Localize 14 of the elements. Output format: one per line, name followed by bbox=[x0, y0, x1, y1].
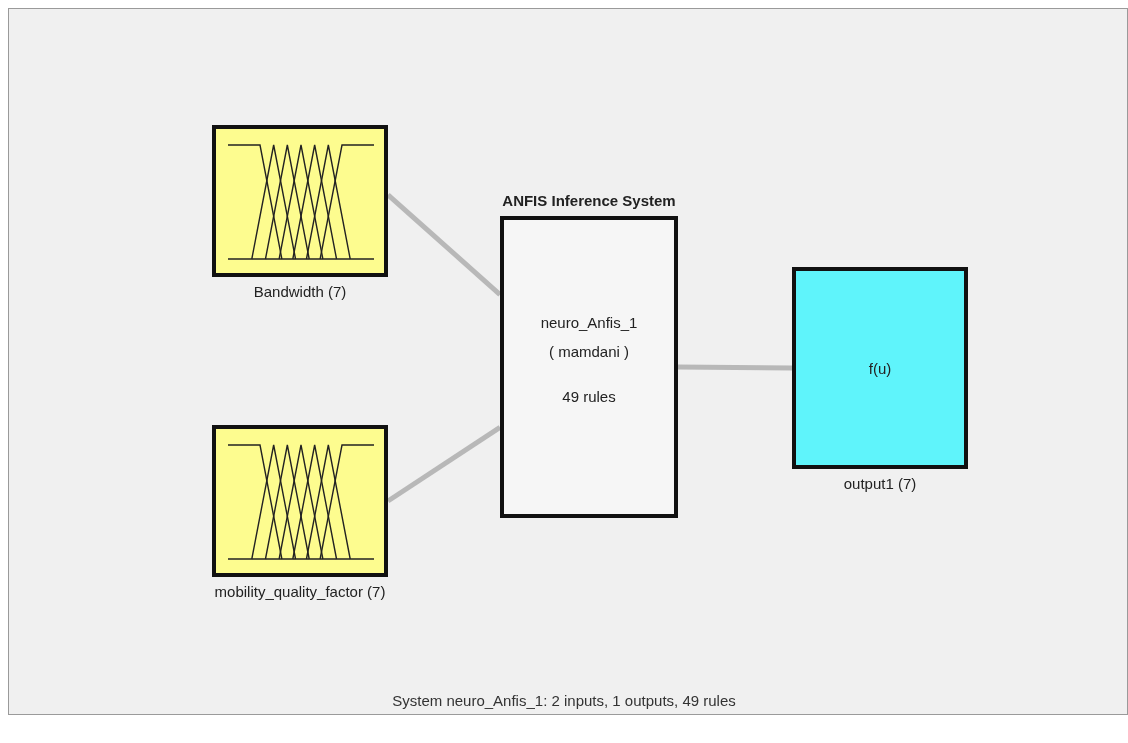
connector-line bbox=[677, 364, 793, 371]
node-caption: mobility_quality_factor (7) bbox=[214, 583, 386, 600]
node-caption: output1 (7) bbox=[843, 475, 917, 492]
caption: System neuro_Anfis_1: 2 inputs, 1 outputs, 49 rules bbox=[391, 692, 737, 709]
system-heading: ANFIS Inference System bbox=[502, 192, 676, 209]
node-text: neuro_Anfis_1 bbox=[540, 313, 638, 331]
membership-function-box bbox=[212, 125, 388, 277]
membership-function-box bbox=[212, 425, 388, 577]
node-text: ( mamdani ) bbox=[549, 342, 629, 360]
node-text: 49 rules bbox=[562, 387, 616, 405]
node-text: f(u) bbox=[868, 359, 892, 377]
node-caption: Bandwidth (7) bbox=[253, 283, 347, 300]
output-box bbox=[792, 267, 968, 469]
inference-box bbox=[500, 216, 678, 518]
